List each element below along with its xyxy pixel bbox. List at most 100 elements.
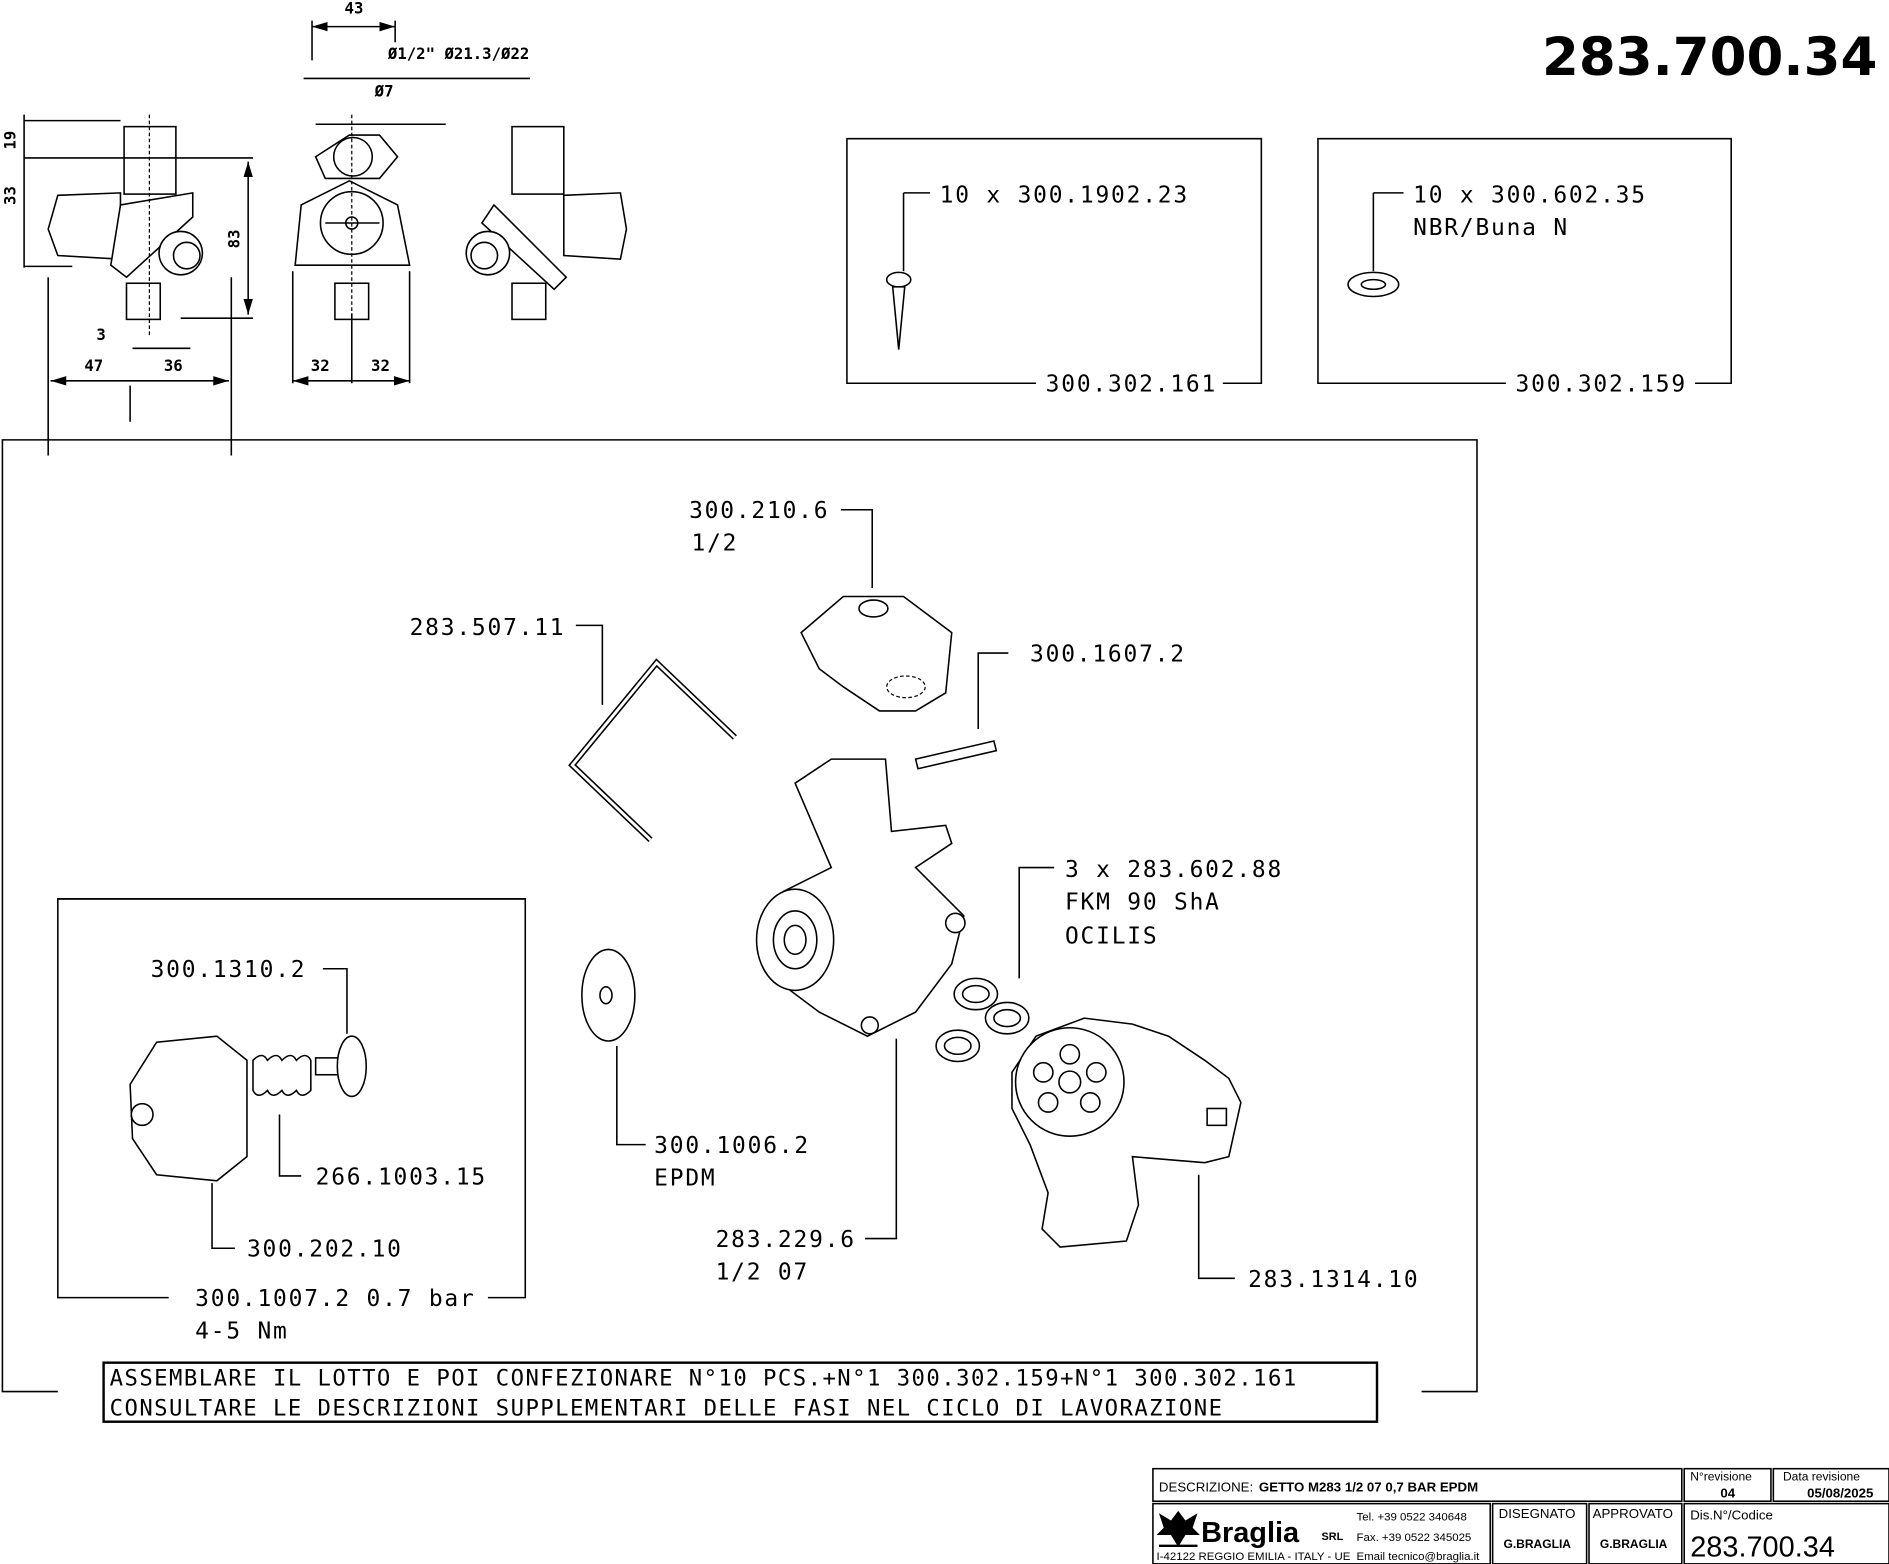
description-label: DESCRIZIONE:	[1159, 1480, 1253, 1495]
label-pin: 300.1607.2	[1030, 642, 1186, 668]
label-clamp-size: 1/2	[692, 531, 739, 557]
drawing-line	[322, 967, 348, 1034]
description-value: GETTO M283 1/2 07 0,7 BAR EPDM	[1259, 1480, 1478, 1495]
kit-box-2-code: 300.302.159	[1516, 372, 1687, 398]
drawing-line	[858, 599, 889, 618]
company-email: Email tecnico@braglia.it	[1357, 1551, 1481, 1563]
company-suffix: SRL	[1322, 1531, 1344, 1543]
note-line-2: CONSULTARE LE DESCRIZIONI SUPPLEMENTARI …	[110, 1396, 1224, 1422]
kit-box-2-material: NBR/Buna N	[1413, 215, 1569, 241]
drawing-line	[599, 986, 613, 1005]
exploded-view-frame	[1, 439, 1478, 1393]
drawing-line	[993, 1008, 1022, 1028]
drawing-line	[1360, 278, 1387, 291]
drawing-line	[1683, 1467, 1772, 1503]
kit-box-orings: 10 x 300.602.35 NBR/Buna N 300.302.159	[1317, 137, 1732, 398]
drawing-line	[1059, 1043, 1081, 1065]
drawn-by-label: DISEGNATO	[1499, 1506, 1576, 1521]
label-membrane-material: EPDM	[654, 1166, 716, 1192]
drawing-line	[1206, 1107, 1228, 1127]
dim-43: 43	[345, 0, 364, 17]
dim-thread: Ø1/2" Ø21.3/Ø22	[387, 44, 529, 63]
drawing-line	[860, 1016, 880, 1035]
drawing-line	[563, 192, 628, 260]
revision-date-label: Data revisione	[1783, 1470, 1860, 1484]
braglia-logo-icon	[1156, 1510, 1200, 1547]
dim-33: 33	[1, 186, 20, 205]
label-clamp: 300.210.6	[689, 498, 829, 524]
drawing-line	[840, 508, 873, 589]
drawing-line	[616, 1045, 646, 1146]
screw-icon	[885, 271, 912, 288]
drawing-line	[1152, 1467, 1683, 1503]
approved-by-label: APPROVATO	[1593, 1506, 1673, 1521]
drawing-line	[1772, 1467, 1889, 1503]
drawing-line	[332, 136, 374, 177]
drawing-line	[130, 1102, 154, 1127]
drawing-line	[511, 282, 547, 321]
drawing-line	[575, 624, 604, 705]
company-address: I-42122 REGGIO EMILIA - ITALY - UE	[1157, 1551, 1351, 1563]
valve-disc-part	[336, 1035, 368, 1098]
drawing-line	[511, 125, 565, 195]
drawing-code-value: 283.700.34	[1690, 1532, 1835, 1564]
approved-by-value: G.BRAGLIA	[1600, 1537, 1668, 1551]
dim-47: 47	[84, 356, 103, 375]
revision-value: 04	[1720, 1486, 1735, 1501]
drawing-line	[278, 1114, 302, 1177]
label-orings: 3 x 283.602.88	[1065, 857, 1283, 883]
kit-box-screws: 10 x 300.1902.23 300.302.161	[846, 137, 1263, 398]
side-view-right	[465, 125, 628, 321]
dim-3: 3	[96, 325, 105, 344]
side-view-left	[47, 114, 204, 338]
assembly-note: ASSEMBLARE IL LOTTO E POI CONFEZIONARE N…	[102, 1361, 1379, 1423]
label-nozzle-holder: 283.1314.10	[1248, 1267, 1419, 1293]
company-tel: Tel. +39 0522 340648	[1357, 1511, 1467, 1523]
check-valve-inset-frame	[57, 898, 527, 1299]
title-block: DESCRIZIONE: GETTO M283 1/2 07 0,7 BAR E…	[1152, 1467, 1889, 1564]
drawn-by-value: G.BRAGLIA	[1503, 1537, 1571, 1551]
drawing-line	[1317, 137, 1732, 385]
drawing-code-label: Dis.N°/Codice	[1690, 1507, 1773, 1522]
label-spring: 266.1003.15	[316, 1164, 487, 1190]
drawing-line	[480, 203, 568, 291]
drawing-line	[1079, 1092, 1101, 1113]
dim-32-right: 32	[371, 356, 390, 375]
drawing-line	[864, 1038, 898, 1240]
dim-orifice: Ø7	[374, 82, 394, 101]
dim-32-left: 32	[311, 356, 330, 375]
company-fax: Fax. +39 0522 345025	[1357, 1532, 1472, 1544]
dim-36: 36	[164, 356, 183, 375]
dim-19: 19	[1, 131, 20, 150]
drawing-line	[943, 1036, 972, 1056]
drawing-line	[1018, 866, 1055, 979]
drawing-line	[1197, 1174, 1235, 1280]
drawing-line	[846, 137, 1263, 385]
label-check-valve-torque: 4-5 Nm	[195, 1319, 288, 1345]
spring-part	[252, 1054, 312, 1097]
label-body-size: 1/2 07	[716, 1260, 809, 1286]
orthographic-views: 43 Ø1/2" Ø21.3/Ø22 Ø7 19 33 83 3 47 36 3…	[1, 0, 628, 456]
note-line-1: ASSEMBLARE IL LOTTO E POI CONFEZIONARE N…	[110, 1366, 1298, 1392]
drawing-line	[102, 1361, 1379, 1423]
drawing-line	[961, 984, 990, 1004]
label-membrane: 300.1006.2	[654, 1133, 810, 1159]
drawing-line	[891, 286, 906, 350]
label-orings-material: FKM 90 ShA	[1065, 890, 1221, 916]
kit-box-2-content: 10 x 300.602.35	[1413, 183, 1647, 209]
clamp-part	[800, 595, 953, 712]
drawing-line	[977, 652, 1009, 729]
exploded-view	[57, 508, 1242, 1299]
drawing-code-header: 283.700.34	[1542, 27, 1877, 88]
label-valve-disc: 300.1310.2	[151, 957, 307, 983]
label-cap: 300.202.10	[247, 1237, 403, 1263]
pin-part	[914, 740, 998, 770]
drawing-line	[211, 1183, 235, 1250]
label-body: 283.229.6	[716, 1227, 856, 1253]
drawing-line	[470, 241, 499, 270]
drawing-line	[125, 282, 162, 321]
drawing-line	[314, 1057, 341, 1076]
drawing-line	[783, 924, 807, 956]
kit-box-1-code: 300.302.161	[1046, 372, 1217, 398]
